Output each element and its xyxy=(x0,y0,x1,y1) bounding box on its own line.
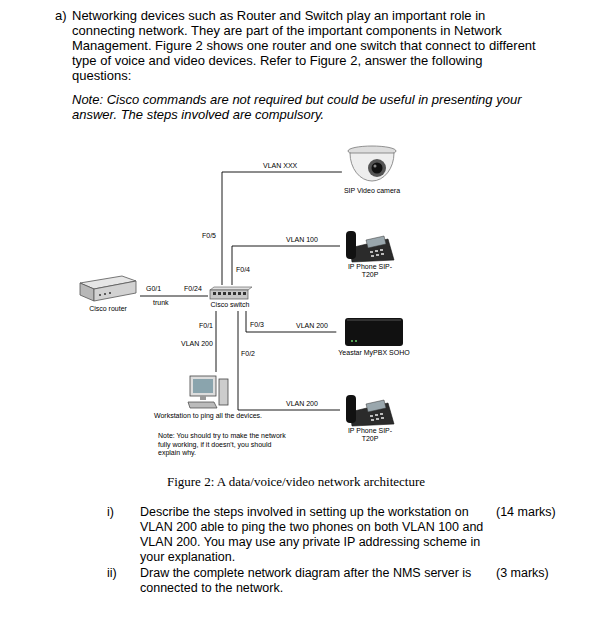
vlan-label: VLAN 200 xyxy=(285,400,319,408)
pbx-icon xyxy=(345,318,403,346)
body-text: Networking devices such as Router and Sw… xyxy=(72,8,542,83)
device-label: IP Phone SIP-T20P xyxy=(342,427,398,443)
icon-space xyxy=(344,145,400,187)
phone-node: IP Phone SIP-T20P xyxy=(340,391,400,445)
phone-icon xyxy=(346,231,394,262)
device-label: Cisco switch xyxy=(211,301,250,309)
network-link xyxy=(140,296,208,297)
network-link xyxy=(232,246,340,285)
vlan-label: VLAN 200 xyxy=(295,322,329,330)
vlan-label: VLAN 100 xyxy=(285,236,319,244)
workstation-node: Workstation to ping all the devices. xyxy=(152,372,264,422)
switch-icon xyxy=(210,287,252,299)
pbx-node: Yeastar MyPBX SOHO xyxy=(336,315,411,359)
question-number: i) xyxy=(107,505,127,520)
question-text: Draw the complete network diagram after … xyxy=(140,566,485,596)
network-link xyxy=(216,311,217,372)
device-label: Cisco router xyxy=(89,305,127,313)
diagram-note: Note: You should try to make the network… xyxy=(158,432,290,458)
workstation-icon xyxy=(188,376,228,408)
port-label: F0/3 xyxy=(250,321,270,329)
port-label: F0/4 xyxy=(236,266,256,274)
icon-space xyxy=(210,287,250,301)
question-text: Describe the steps involved in setting u… xyxy=(140,505,485,565)
port-label: F0/24 xyxy=(184,285,208,293)
port-label: F0/1 xyxy=(199,322,215,330)
router-node: Cisco router xyxy=(76,273,140,315)
icon-space xyxy=(78,275,138,305)
port-label: F0/5 xyxy=(202,232,222,240)
phone-icon xyxy=(346,395,394,426)
phone-node: IP Phone SIP-T20P xyxy=(340,227,400,281)
question-number: ii) xyxy=(107,566,127,581)
question-letter: a) xyxy=(55,8,73,23)
icon-space xyxy=(345,229,395,263)
network-link xyxy=(246,311,336,332)
network-link xyxy=(238,311,340,410)
device-label: Yeastar MyPBX SOHO xyxy=(338,349,409,357)
device-label: SIP Video camera xyxy=(344,187,400,195)
port-label: G0/1 xyxy=(146,285,170,293)
note-text: Note: Cisco commands are not required bu… xyxy=(72,92,542,122)
marks-text: (3 marks) xyxy=(496,566,576,581)
device-label: IP Phone SIP-T20P xyxy=(342,263,398,279)
vlan-label: VLAN XXX xyxy=(262,162,298,170)
icon-space xyxy=(345,393,395,427)
port-label: F0/2 xyxy=(241,350,261,358)
icon-space xyxy=(187,374,229,412)
switch-node: Cisco switch xyxy=(208,285,252,311)
vlan-label: trunk xyxy=(152,299,170,307)
camera-node: SIP Video camera xyxy=(342,143,402,197)
figure-caption: Figure 2: A data/voice/video network arc… xyxy=(0,474,592,489)
device-label: Workstation to ping all the devices. xyxy=(154,412,262,420)
vlan-label: VLAN 200 xyxy=(180,340,214,348)
icon-space xyxy=(343,317,405,349)
camera-icon xyxy=(348,146,396,181)
network-link xyxy=(222,172,342,285)
marks-text: (14 marks) xyxy=(496,505,576,520)
router-icon xyxy=(80,276,136,301)
